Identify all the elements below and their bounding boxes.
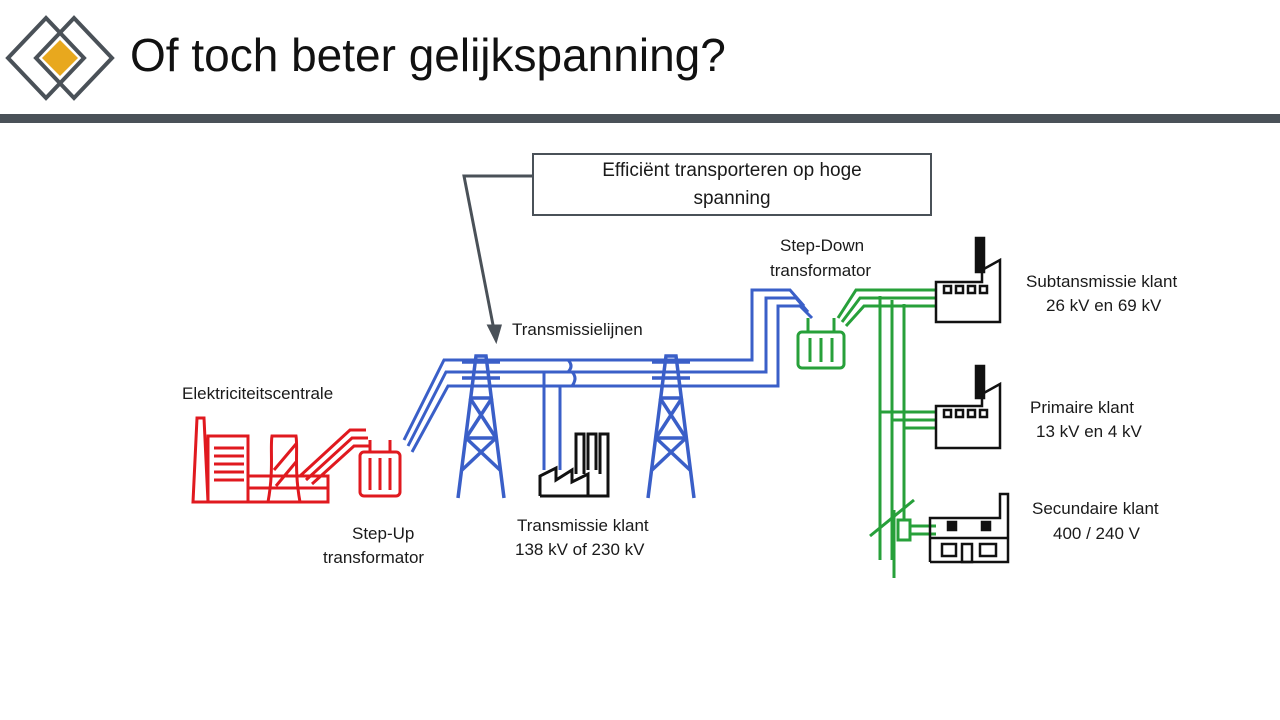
power-plant-icon — [191, 416, 370, 504]
transmission-lines — [402, 288, 814, 470]
callout-text: Efficiënt transporteren op hoge spanning — [602, 159, 862, 209]
house-icon — [928, 492, 1010, 564]
label-stepup-line2: transformator — [323, 548, 425, 567]
label-transmission-lines: Transmissielijnen — [512, 320, 643, 339]
callout-box: Efficiënt transporteren op hoge spanning — [532, 153, 932, 216]
label-stepup-line1: Step-Up — [352, 524, 415, 543]
factory-icon — [934, 236, 1002, 324]
page-title: Of toch beter gelijkspanning? — [130, 29, 726, 81]
transformer-icon — [796, 318, 846, 370]
title-divider — [0, 114, 1280, 123]
label-stepdown-line2: transformator — [770, 261, 872, 280]
distribution-lines — [836, 288, 936, 578]
label-secondary-line1: Secundaire klant — [1032, 499, 1159, 518]
diamond-logo-icon — [5, 15, 115, 101]
label-transmission-customer-line1: Transmissie klant — [517, 516, 649, 535]
label-subtransmission-line1: Subtansmissie klant — [1026, 272, 1178, 291]
label-secondary-line2: 400 / 240 V — [1053, 524, 1140, 543]
label-primary-line1: Primaire klant — [1030, 398, 1134, 417]
factory-icon — [934, 364, 1002, 450]
pylon-icon — [646, 354, 696, 499]
label-stepdown-line1: Step-Down — [780, 236, 865, 255]
label-subtransmission-line2: 26 kV en 69 kV — [1046, 296, 1162, 315]
pylon-icon — [456, 354, 506, 499]
label-primary-line2: 13 kV en 4 kV — [1036, 422, 1142, 441]
callout-arrow — [462, 174, 532, 345]
transformer-icon — [358, 440, 402, 498]
factory-icon — [538, 432, 610, 498]
label-power-plant: Elektriciteitscentrale — [182, 384, 334, 403]
label-transmission-customer-line2: 138 kV of 230 kV — [515, 540, 645, 559]
